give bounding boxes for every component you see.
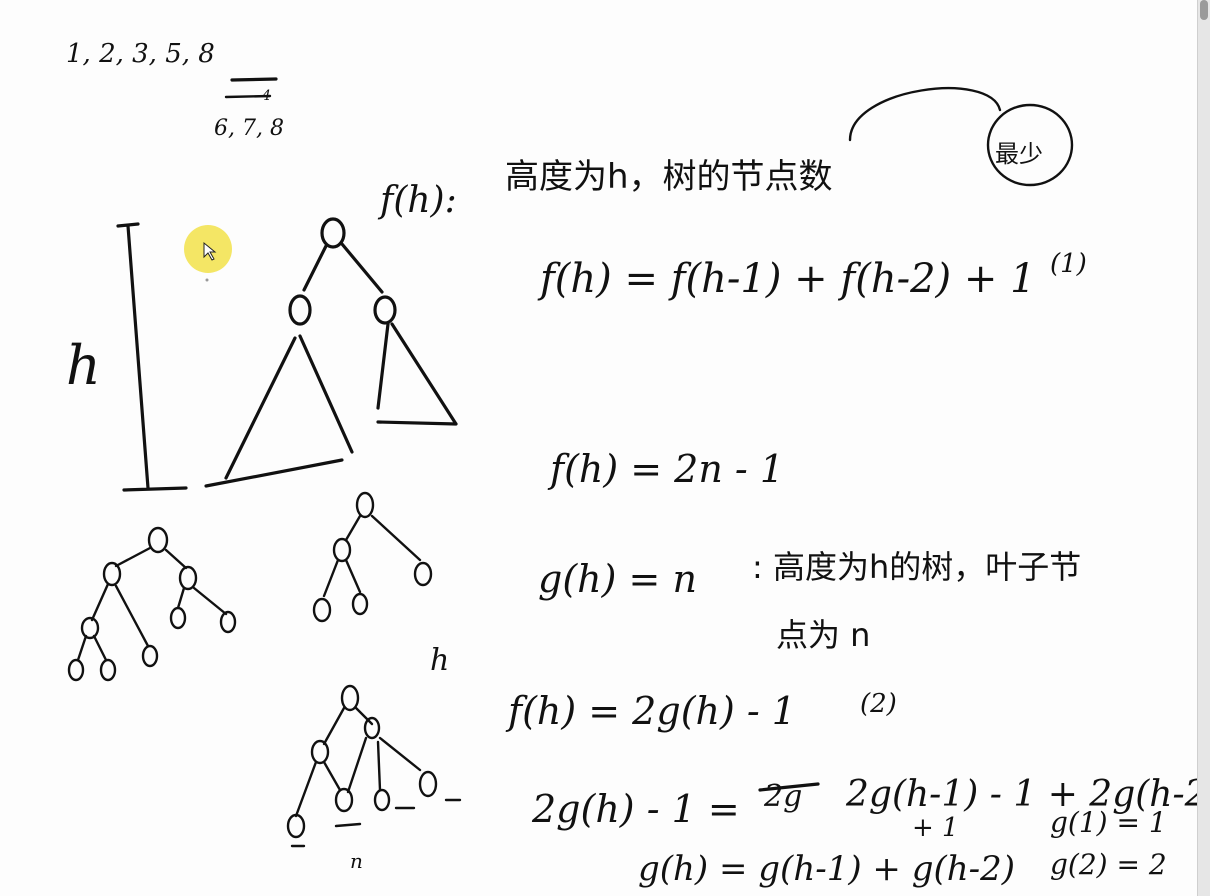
- eq-expansion-rhs: 2g(h-1) - 1 + 2g(h-2) - 1: [845, 774, 1198, 815]
- annotation-arc: [848, 87, 1002, 142]
- eq-closed-form: f(h) = 2n - 1: [547, 447, 784, 491]
- height-label: h: [66, 334, 101, 397]
- sequence-row-2: 6, 7, 8: [214, 116, 284, 141]
- small-tree-bottom: [286, 684, 462, 848]
- eq-g-recurrence: g(h) = g(h-1) + g(h-2): [638, 849, 1015, 889]
- base-case-1: g(1) = 1: [1050, 806, 1167, 839]
- g-def-text-1: : 高度为h的树，叶子节: [752, 548, 1081, 586]
- eq-expansion-lhs: 2g(h) - 1 =: [531, 787, 740, 831]
- tree-label-n: n: [350, 849, 363, 873]
- height-bracket: [116, 222, 188, 492]
- g-def-text-2: 点为 n: [776, 616, 870, 654]
- annotation-circle: [986, 103, 1074, 187]
- underline-2: [224, 94, 272, 99]
- f-def-text: 高度为h，树的节点数: [505, 157, 833, 197]
- underline: [230, 77, 278, 82]
- f-def-lhs: f(h):: [377, 180, 457, 221]
- tree-label-h: h: [430, 643, 449, 678]
- eq-f-g: f(h) = 2g(h) - 1: [505, 689, 796, 733]
- small-tree-left: [67, 526, 237, 682]
- eq-expansion-plus-one: + 1: [912, 813, 959, 843]
- sequence-row: 1, 2, 3, 5, 8: [66, 39, 215, 69]
- eq-recurrence-tag: (1): [1050, 249, 1087, 279]
- base-case-2: g(2) = 2: [1050, 848, 1167, 881]
- main-tree-diagram: [204, 217, 458, 488]
- small-tree-middle: [312, 491, 433, 623]
- f-def-min: 最少: [995, 140, 1043, 168]
- eq-expansion-struck: 2g: [763, 779, 802, 814]
- eq-recurrence: f(h) = f(h-1) + f(h-2) + 1: [537, 256, 1036, 302]
- mouse-pointer-icon: [184, 225, 232, 273]
- under-eight-note: 4: [261, 88, 271, 104]
- g-def-lhs: g(h) = n: [538, 557, 697, 601]
- eq-f-g-tag: (2): [860, 689, 897, 719]
- vertical-scrollbar[interactable]: [1197, 0, 1210, 896]
- strike-through: [758, 782, 820, 792]
- stray-dot: [205, 278, 209, 282]
- scrollbar-thumb[interactable]: [1200, 0, 1208, 20]
